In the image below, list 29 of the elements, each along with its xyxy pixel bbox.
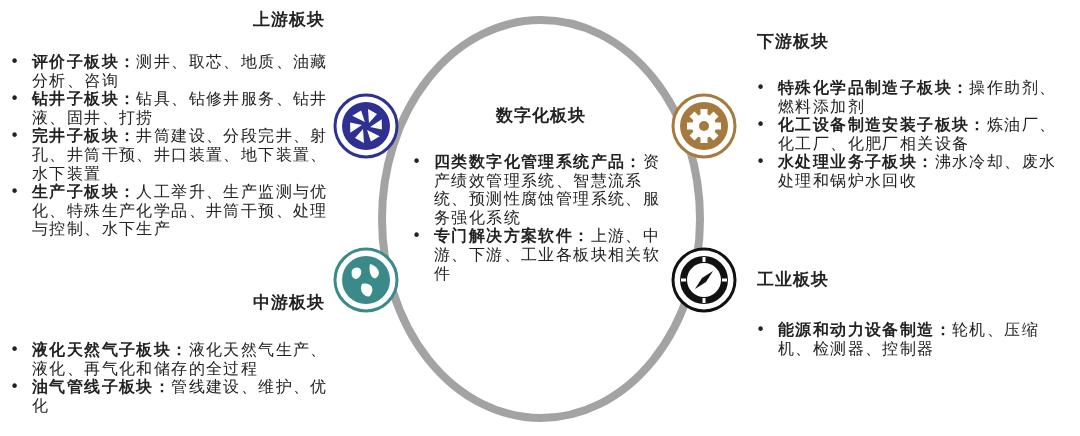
bullet-marker: • bbox=[412, 227, 424, 248]
section-heading: 工业板块 bbox=[757, 268, 829, 291]
bullet-item: 四类数字化管理系统产品：资产绩效管理系统、智慧流系统、预测性腐蚀管理系统、服务强化系统 bbox=[434, 153, 662, 227]
bullet-marker: • bbox=[10, 341, 22, 361]
section-heading: 上游板块 bbox=[252, 8, 325, 31]
bullet-marker: • bbox=[756, 116, 768, 137]
bullet-marker: • bbox=[756, 79, 768, 99]
bullet-marker: • bbox=[756, 153, 768, 174]
bullet-marker: • bbox=[10, 127, 22, 148]
bullet-item: 钻井子板块：钻具、钻修井服务、钻井液、固井、打捞 bbox=[32, 90, 328, 127]
bullet-item: 评价子板块：测井、取芯、地质、油藏分析、咨询 bbox=[32, 53, 328, 90]
bullet-item: 特殊化学品制造子板块：操作助剂、燃料添加剂 bbox=[778, 79, 1058, 116]
bullet-marker: • bbox=[756, 321, 768, 341]
bullet-item: 生产子板块：人工举升、生产监测与优化、特殊生产化学品、井筒干预、处理与控制、水下生产 bbox=[32, 183, 328, 239]
bullet-marker: • bbox=[10, 53, 22, 73]
bullet-marker: • bbox=[412, 153, 424, 173]
section-heading: 下游板块 bbox=[757, 30, 829, 53]
bullet-marker: • bbox=[10, 90, 22, 111]
section-heading: 中游板块 bbox=[252, 291, 325, 314]
bullet-item: 液化天然气子板块：液化天然气生产、液化、再气化和储存的全过程 bbox=[32, 341, 328, 378]
bullet-item: 完井子板块：井筒建设、分段完井、射孔、井筒干预、井口装置、地下装置、水下装置 bbox=[32, 127, 328, 183]
bullet-item: 水处理业务子板块：沸水冷却、废水处理和锅炉水回收 bbox=[778, 153, 1058, 191]
bullet-marker: • bbox=[10, 378, 22, 399]
bullet-item: 油气管线子板块：管线建设、维护、优化 bbox=[32, 378, 328, 416]
bullet-item: 能源和动力设备制造：轮机、压缩机、检测器、控制器 bbox=[778, 321, 1040, 359]
bullet-item: 化工设备制造安装子板块：炼油厂、化工厂、化肥厂相关设备 bbox=[778, 116, 1058, 153]
bullet-marker: • bbox=[10, 183, 22, 204]
ring-title: 数字化板块 bbox=[495, 104, 587, 127]
bullet-item: 专门解决方案软件：上游、中游、下游、工业各板块相关软件 bbox=[434, 227, 662, 284]
